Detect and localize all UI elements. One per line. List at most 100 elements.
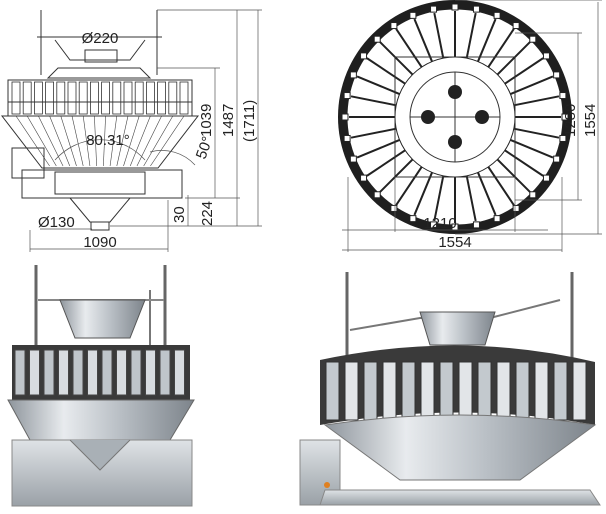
bucket-outline bbox=[430, 221, 438, 229]
weigh-bucket bbox=[179, 81, 189, 115]
bucket-photo bbox=[477, 361, 492, 421]
bucket-outline bbox=[409, 215, 417, 223]
chute-line bbox=[150, 115, 185, 167]
top-frame-width-label: 1210 bbox=[423, 215, 456, 232]
bucket-outline bbox=[553, 155, 561, 163]
bucket-photo bbox=[553, 361, 568, 421]
radial-feeder bbox=[366, 149, 406, 177]
radial-feeder bbox=[513, 95, 560, 107]
bucket-outline bbox=[553, 71, 561, 79]
bucket-outline bbox=[360, 52, 368, 60]
radial-feeder bbox=[510, 139, 554, 159]
weigh-bucket bbox=[134, 81, 144, 115]
emergency-stop-icon bbox=[324, 482, 330, 488]
chute-line bbox=[26, 115, 57, 167]
bucket-outline bbox=[409, 11, 417, 19]
bucket-outline bbox=[343, 134, 351, 142]
chute-line bbox=[71, 115, 84, 167]
chute-angle-label: 50° bbox=[193, 134, 217, 161]
chute-line bbox=[129, 115, 151, 167]
top-view-drawing: 1210 1554 1280 1554 bbox=[338, 0, 602, 252]
bucket-photo bbox=[159, 349, 171, 396]
bucket-outline bbox=[559, 134, 567, 142]
top-frame-depth-label: 1280 bbox=[562, 104, 579, 137]
bucket-outline bbox=[472, 5, 480, 13]
weigh-bucket bbox=[22, 81, 32, 115]
weigh-bucket bbox=[67, 81, 77, 115]
radial-feeder bbox=[395, 28, 423, 68]
weigh-bucket bbox=[123, 81, 133, 115]
chute-line bbox=[116, 115, 129, 167]
chute-line bbox=[49, 115, 71, 167]
bucket-photo bbox=[130, 349, 142, 396]
height-1711-label: (1711) bbox=[241, 100, 258, 142]
bucket-outline bbox=[390, 204, 398, 212]
radial-feeder bbox=[413, 172, 433, 216]
bucket-outline bbox=[430, 5, 438, 13]
bucket-outline bbox=[559, 92, 567, 100]
radial-feeder bbox=[433, 175, 445, 222]
chute-line bbox=[94, 115, 97, 167]
bucket-photo bbox=[515, 361, 530, 421]
bucket-photo bbox=[325, 361, 340, 421]
bucket-outline bbox=[349, 71, 357, 79]
chute-line bbox=[60, 115, 77, 167]
top-overall-depth-label: 1554 bbox=[582, 104, 599, 137]
bucket-photo bbox=[43, 349, 55, 396]
bucket-outline bbox=[561, 113, 569, 121]
bucket-photo bbox=[101, 349, 113, 396]
weigh-bucket-ring-upper bbox=[7, 79, 193, 103]
radial-feeder bbox=[513, 127, 560, 139]
bucket-photo bbox=[534, 361, 549, 421]
radial-feeder bbox=[465, 175, 477, 222]
weigh-bucket bbox=[112, 81, 122, 115]
radial-feeder bbox=[510, 75, 554, 95]
bucket-photo bbox=[382, 361, 397, 421]
radial-feeder bbox=[487, 28, 515, 68]
radial-feeder bbox=[504, 57, 544, 85]
radial-feeder bbox=[433, 12, 445, 59]
radial-feeder bbox=[496, 41, 531, 76]
radial-feeder bbox=[504, 149, 544, 177]
radial-feeder bbox=[379, 158, 414, 193]
bucket-outline bbox=[373, 191, 381, 199]
front-view-drawing: Ø220 80.31° 50° 1039 1487 (1711) 30 224 … bbox=[0, 9, 262, 252]
bucket-outline bbox=[512, 204, 520, 212]
bucket-photo bbox=[14, 349, 26, 396]
radial-feeder bbox=[379, 41, 414, 76]
radial-feeder bbox=[356, 75, 400, 95]
bucket-photo bbox=[29, 349, 40, 396]
top-overall-width-label: 1554 bbox=[438, 234, 471, 251]
radial-feeder bbox=[477, 18, 497, 62]
bucket-photo bbox=[87, 349, 98, 396]
radial-feeder bbox=[350, 127, 397, 139]
radial-feeder bbox=[413, 18, 433, 62]
outlet-height-label: 224 bbox=[199, 201, 216, 226]
bucket-outline bbox=[529, 191, 537, 199]
weigher-photo-angled bbox=[299, 272, 601, 506]
bucket-photo bbox=[458, 361, 473, 421]
bucket-outline bbox=[349, 155, 357, 163]
bucket-photo bbox=[344, 361, 359, 421]
chute-line bbox=[103, 115, 106, 167]
bucket-outline bbox=[542, 52, 550, 60]
weigh-bucket bbox=[168, 81, 178, 115]
radial-feeder bbox=[356, 139, 400, 159]
control-box bbox=[11, 147, 45, 179]
bucket-outline bbox=[341, 113, 349, 121]
weigh-bucket bbox=[157, 81, 167, 115]
weigh-bucket bbox=[45, 81, 54, 115]
bucket-photo bbox=[174, 349, 185, 396]
bucket-outline bbox=[373, 35, 381, 43]
bucket-outline bbox=[472, 221, 480, 229]
radial-feeder bbox=[487, 166, 515, 206]
hopper-diameter-label: Ø220 bbox=[82, 30, 119, 47]
weigher-photo-front bbox=[7, 265, 195, 507]
radial-feeder bbox=[477, 172, 497, 216]
weigh-bucket bbox=[56, 81, 66, 115]
weigh-bucket bbox=[78, 81, 88, 115]
bucket-outline bbox=[542, 174, 550, 182]
frame-width-label: 1090 bbox=[83, 234, 116, 251]
bucket-photo bbox=[420, 361, 435, 421]
